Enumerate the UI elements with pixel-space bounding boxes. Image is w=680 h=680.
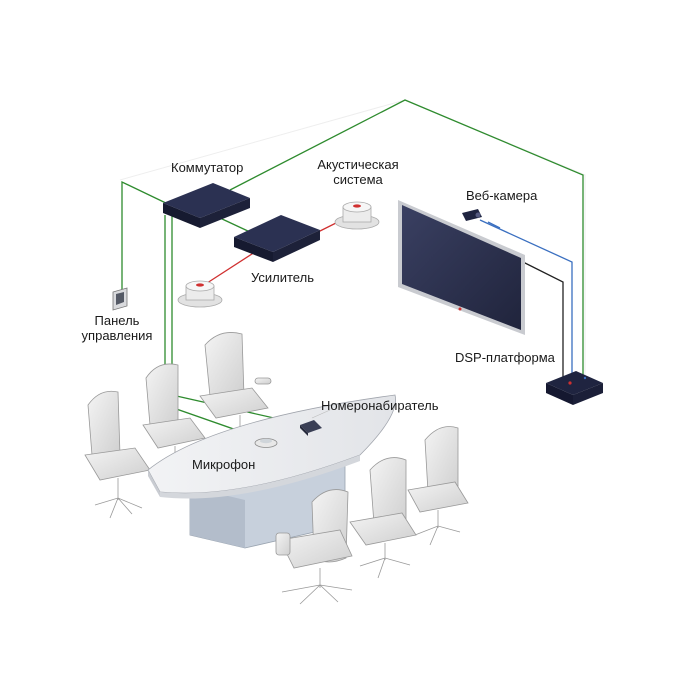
dialer-leader bbox=[311, 409, 331, 419]
chairs-back-row bbox=[84, 332, 272, 519]
cable-switch-to-amplifier bbox=[219, 217, 251, 233]
cable-switch-to-panel bbox=[121, 180, 171, 295]
microphone-icon bbox=[254, 438, 278, 448]
label-microphone: Микрофон bbox=[192, 457, 256, 472]
cable-display-to-dsp-black bbox=[522, 261, 564, 378]
label-amplifier: Усилитель bbox=[251, 270, 314, 285]
cable-webcam-down bbox=[487, 221, 501, 229]
label-control-panel: Панель управления bbox=[74, 313, 160, 343]
cable-amp-to-speaker-left bbox=[203, 251, 256, 286]
dialer-icon bbox=[300, 420, 322, 436]
label-dsp: DSP-платформа bbox=[455, 350, 555, 365]
switch-device-icon bbox=[163, 183, 250, 228]
webcam-icon bbox=[462, 209, 482, 221]
label-speaker-line2: система bbox=[333, 172, 383, 187]
speaker-top-icon bbox=[334, 201, 380, 230]
label-control-panel-line2: управления bbox=[81, 328, 153, 343]
amplifier-device-icon bbox=[234, 215, 320, 262]
dsp-platform-icon bbox=[546, 371, 603, 405]
control-panel-icon bbox=[112, 287, 128, 311]
label-dialer: Номеронабиратель bbox=[321, 398, 439, 413]
label-webcam: Веб-камера bbox=[466, 188, 538, 203]
label-speaker: Акустическая система bbox=[310, 157, 406, 187]
speaker-left-icon bbox=[177, 280, 223, 308]
chairs-front-row bbox=[275, 426, 469, 605]
label-switch: Коммутатор bbox=[171, 160, 244, 175]
room-outline bbox=[119, 99, 586, 385]
cable-webcam-to-dsp-blue bbox=[479, 219, 573, 375]
cable-switch-to-top bbox=[229, 99, 584, 380]
label-speaker-line1: Акустическая bbox=[317, 157, 399, 172]
label-control-panel-line1: Панель bbox=[94, 313, 140, 328]
display-screen-icon bbox=[398, 200, 525, 335]
